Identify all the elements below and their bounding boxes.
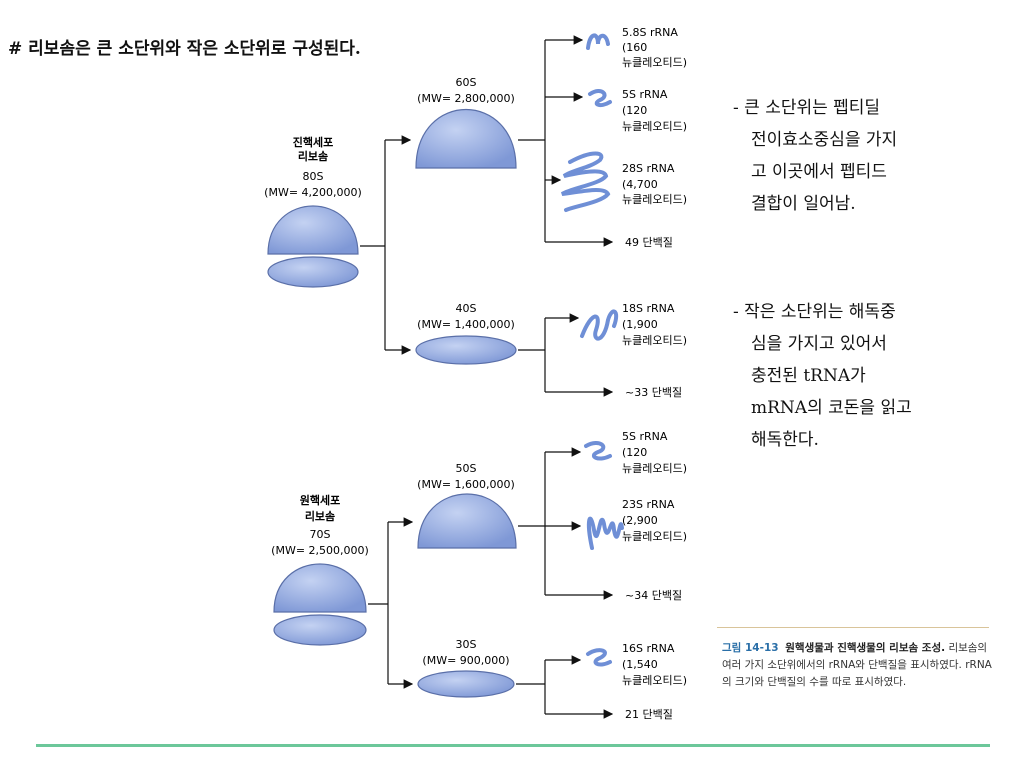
rna-28s-unit: 뉴클레오티드)	[622, 193, 687, 206]
prokaryote-section: 원핵세포 리보솜 70S (MW= 2,500,000) 50S (MW= 1,…	[271, 430, 687, 721]
subunit-50s-shape	[417, 493, 517, 549]
subunit-60s-mw: (MW= 2,800,000)	[417, 92, 515, 105]
figure-caption: 그림 14-13 원핵생물과 진핵생물의 리보솜 조성. 리보솜의 여러 가지 …	[722, 640, 994, 691]
subunit-30s-shape	[417, 670, 515, 698]
subunit-30s-s-value: 30S	[456, 638, 477, 651]
rna-23s-icon	[586, 516, 624, 550]
note-line: 심을 가지고 있어서	[751, 334, 887, 354]
rna-5s-name: 5S rRNA	[622, 88, 668, 101]
rna-5-8s-unit: 뉴클레오티드)	[622, 56, 687, 69]
subunit-50s-s-value: 50S	[456, 462, 477, 475]
rna-23s-count: (2,900	[622, 514, 658, 527]
rna-16s-icon	[586, 648, 612, 667]
note-line: mRNA의 코돈을 읽고	[751, 398, 912, 418]
rna-5s-prok-icon	[584, 441, 612, 461]
rna-28s-count: (4,700	[622, 178, 658, 191]
rna-18s-count: (1,900	[622, 318, 658, 331]
rna-5-8s-name: 5.8S rRNA	[622, 26, 678, 39]
rna-23s-name: 23S rRNA	[622, 498, 675, 511]
figure-title: 원핵생물과 진핵생물의 리보솜 조성.	[785, 642, 946, 654]
eukaryote-s-value: 80S	[303, 170, 324, 183]
rna-18s-name: 18S rRNA	[622, 302, 675, 315]
figure-number: 그림 14-13	[722, 642, 779, 654]
caption-divider	[717, 627, 989, 628]
subunit-50s-mw: (MW= 1,600,000)	[417, 478, 515, 491]
prokaryote-s-value: 70S	[310, 528, 331, 541]
rna-5s-prok-count: (120	[622, 446, 647, 459]
rna-18s-unit: 뉴클레오티드)	[622, 334, 687, 347]
rna-28s-name: 28S rRNA	[622, 162, 675, 175]
note-line: 전이효소중심을 가지	[751, 130, 898, 150]
subunit-30s-mw: (MW= 900,000)	[422, 654, 509, 667]
rna-5s-icon	[588, 89, 612, 108]
eukaryote-mw: (MW= 4,200,000)	[264, 186, 362, 199]
rna-16s-name: 16S rRNA	[622, 642, 675, 655]
large-subunit-note: - 큰 소단위는 펩티딜 전이효소중심을 가지 고 이곳에서 펩티드 결합이 일…	[733, 92, 897, 220]
note-line: 결합이 일어남.	[751, 194, 856, 214]
rna-5s-count: (120	[622, 104, 647, 117]
rna-5-8s-icon	[586, 33, 610, 50]
small-subunit-note: - 작은 소단위는 해독중 심을 가지고 있어서 충전된 tRNA가 mRNA의…	[733, 296, 912, 456]
eukaryote-label-2: 리보솜	[298, 149, 328, 163]
note-line: 고 이곳에서 펩티드	[751, 162, 887, 182]
subunit-40s-mw: (MW= 1,400,000)	[417, 318, 515, 331]
rna-28s-icon	[560, 151, 611, 212]
note-line: - 큰 소단위는 펩티딜	[733, 98, 881, 118]
rna-5s-prok-name: 5S rRNA	[622, 430, 668, 443]
rna-23s-unit: 뉴클레오티드)	[622, 530, 687, 543]
subunit-40s-s-value: 40S	[456, 302, 477, 315]
eukaryote-section: 진핵세포 리보솜 80S (MW= 4,200,000) 60S (MW= 2,…	[264, 26, 687, 399]
note-line: - 작은 소단위는 해독중	[733, 302, 896, 322]
note-line: 충전된 tRNA가	[751, 366, 866, 386]
figure-body: 리보솜의 여러 가지 소단위에서의 rRNA와 단백질을 표시하였다. rRNA…	[722, 642, 992, 688]
page-heading: # 리보솜은 큰 소단위와 작은 소단위로 구성된다.	[8, 39, 361, 59]
prokaryote-label-2: 리보솜	[305, 509, 335, 523]
ribosome-80s-small-shape	[267, 256, 359, 288]
prokaryote-label-1: 원핵세포	[300, 493, 340, 507]
subunit-60s-shape	[415, 108, 517, 169]
proteins-60s: 49 단백질	[625, 236, 673, 249]
subunit-60s-s-value: 60S	[456, 76, 477, 89]
bottom-rule	[36, 744, 990, 747]
ribosome-80s-large-shape	[267, 205, 359, 255]
rna-16s-unit: 뉴클레오티드)	[622, 674, 687, 687]
subunit-40s-shape	[415, 335, 517, 365]
note-line: 해독한다.	[751, 430, 819, 450]
proteins-30s: 21 단백질	[625, 708, 673, 721]
rna-16s-count: (1,540	[622, 658, 658, 671]
prokaryote-mw: (MW= 2,500,000)	[271, 544, 369, 557]
rna-5s-unit: 뉴클레오티드)	[622, 120, 687, 133]
proteins-50s: ~34 단백질	[625, 589, 682, 602]
eukaryote-label-1: 진핵세포	[293, 135, 333, 149]
ribosome-70s-small-shape	[273, 614, 367, 646]
rna-5s-prok-unit: 뉴클레오티드)	[622, 462, 687, 475]
rna-18s-icon	[580, 309, 619, 341]
rna-5-8s-count: (160	[622, 41, 647, 54]
ribosome-70s-large-shape	[273, 563, 367, 613]
proteins-40s: ~33 단백질	[625, 386, 682, 399]
